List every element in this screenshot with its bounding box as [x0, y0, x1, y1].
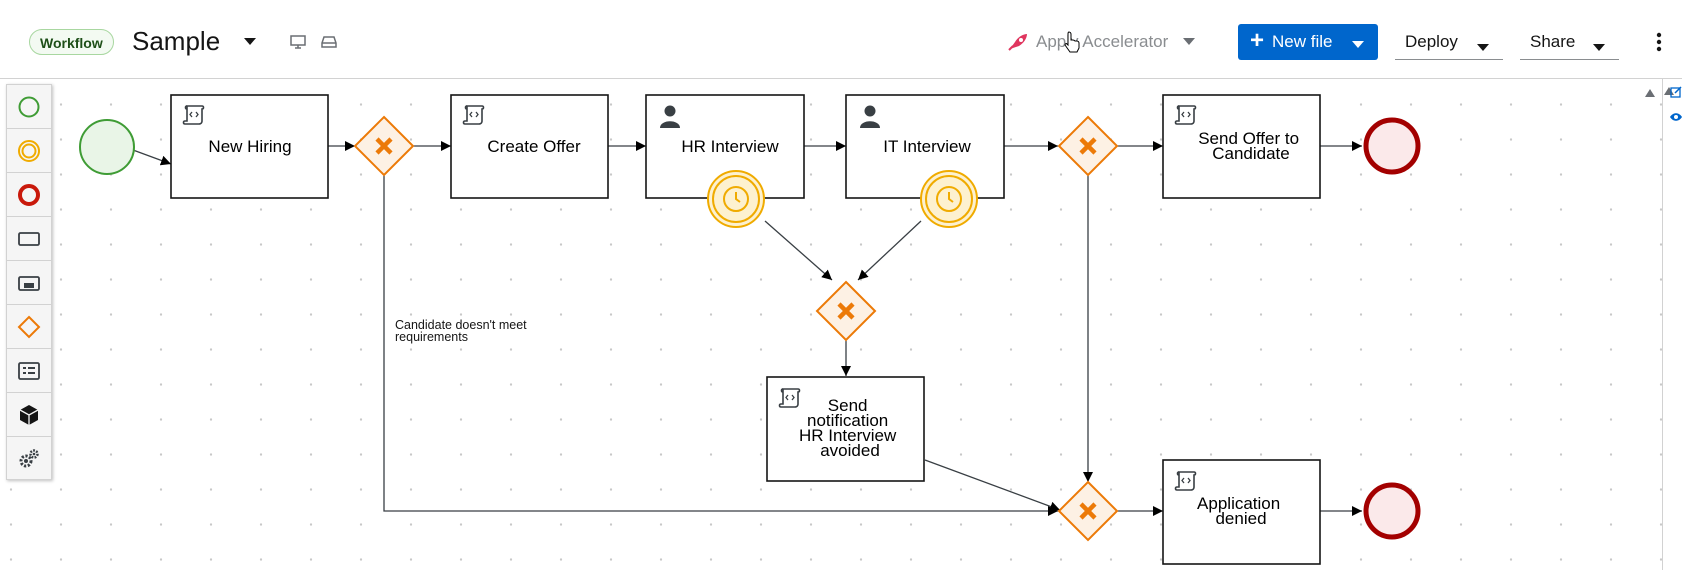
share-chevron-down-icon	[1593, 37, 1605, 57]
edge-label: Candidate doesn't meet requirements	[395, 318, 530, 344]
svg-text:IT Interview: IT Interview	[883, 137, 971, 156]
new-file-button[interactable]: + New file	[1238, 24, 1378, 60]
end-event-denied[interactable]	[1363, 482, 1421, 540]
start-event-icon	[18, 96, 40, 117]
accelerator-chevron-down-icon[interactable]	[1180, 35, 1198, 49]
end-event-icon	[18, 183, 40, 206]
flow-it-timer-to-gw3	[857, 220, 922, 281]
workflow-badge: Workflow	[29, 29, 114, 55]
right-side-panel	[1662, 79, 1682, 570]
end-event-offer[interactable]	[1363, 117, 1421, 175]
new-file-chevron-down-icon[interactable]	[1352, 34, 1364, 54]
subprocess-icon	[18, 275, 40, 291]
task-application-denied[interactable]: Application denied	[1162, 459, 1321, 565]
deploy-label: Deploy	[1405, 31, 1458, 51]
gateway-candidate-check[interactable]	[353, 115, 415, 177]
svg-text:Send notification: Send notification HR Interview avoided	[799, 396, 901, 460]
eye-icon[interactable]	[1669, 111, 1682, 123]
task-it-interview[interactable]: IT Interview	[845, 94, 1005, 199]
share-dropdown[interactable]: Share	[1520, 24, 1619, 60]
hand-cursor-icon	[1064, 30, 1080, 54]
share-label: Share	[1530, 31, 1576, 51]
svg-text:New Hiring: New Hiring	[208, 137, 291, 156]
list-icon	[18, 361, 40, 380]
new-file-label: New file	[1272, 32, 1333, 51]
top-toolbar: Workflow Sample Apply Accelerator + New …	[0, 0, 1682, 79]
palette-intermediate-event[interactable]	[7, 129, 51, 173]
gateway-timer-merge[interactable]	[815, 280, 877, 342]
timer-boundary-event-it[interactable]	[920, 170, 978, 228]
scrollbar-up-icon	[1635, 79, 1643, 87]
palette-custom-tasks[interactable]	[7, 393, 51, 437]
desktop-icon[interactable]	[288, 33, 308, 51]
palette-task[interactable]	[7, 217, 51, 261]
palette-service-tasks[interactable]	[7, 437, 51, 481]
gateway-icon	[17, 315, 41, 338]
task-send-offer[interactable]: Send Offer to Candidate	[1162, 94, 1321, 199]
deploy-dropdown[interactable]: Deploy	[1395, 24, 1503, 60]
rocket-icon	[1006, 31, 1030, 53]
flow-notification-to-gw4	[924, 459, 1061, 512]
plus-icon: +	[1250, 27, 1265, 54]
palette-data-object[interactable]	[7, 349, 51, 393]
svg-text:HR Interview: HR Interview	[681, 137, 779, 156]
palette-gateway[interactable]	[7, 305, 51, 349]
task-new-hiring[interactable]: New Hiring	[170, 94, 329, 199]
task-send-notification[interactable]: Send notification HR Interview avoided	[766, 376, 925, 482]
flow-start-to-new-hiring	[132, 149, 172, 166]
start-event[interactable]	[79, 119, 135, 175]
flow-hr-timer-to-gw3	[764, 220, 833, 281]
kebab-menu-icon[interactable]	[1650, 30, 1668, 54]
file-title[interactable]: Sample	[132, 26, 221, 56]
shape-palette	[6, 84, 52, 480]
canvas-scroll-up-icon[interactable]	[1644, 88, 1656, 98]
intermediate-event-icon	[18, 139, 40, 162]
gateway-rejection-merge[interactable]	[1057, 480, 1119, 542]
timer-boundary-event-hr[interactable]	[707, 170, 765, 228]
gateway-after-it-interview[interactable]	[1057, 115, 1119, 177]
gears-icon	[19, 449, 39, 468]
svg-text:Create Offer: Create Offer	[487, 137, 581, 156]
palette-subprocess[interactable]	[7, 261, 51, 305]
title-dropdown-icon[interactable]	[240, 34, 260, 50]
task-create-offer[interactable]: Create Offer	[450, 94, 609, 199]
sequence-flows	[132, 141, 1362, 516]
cube-icon	[19, 404, 39, 425]
flow-gw1-to-gw4	[383, 175, 1058, 516]
svg-text:Application denied: Application denied	[1197, 494, 1285, 528]
palette-start-event[interactable]	[7, 85, 51, 129]
storage-icon[interactable]	[319, 33, 339, 51]
svg-text:Send Offer to Candidate: Send Offer to Candidate	[1198, 129, 1304, 163]
palette-end-event[interactable]	[7, 173, 51, 217]
edit-properties-icon[interactable]	[1669, 85, 1682, 99]
task-icon	[18, 231, 40, 246]
deploy-chevron-down-icon	[1477, 37, 1489, 57]
